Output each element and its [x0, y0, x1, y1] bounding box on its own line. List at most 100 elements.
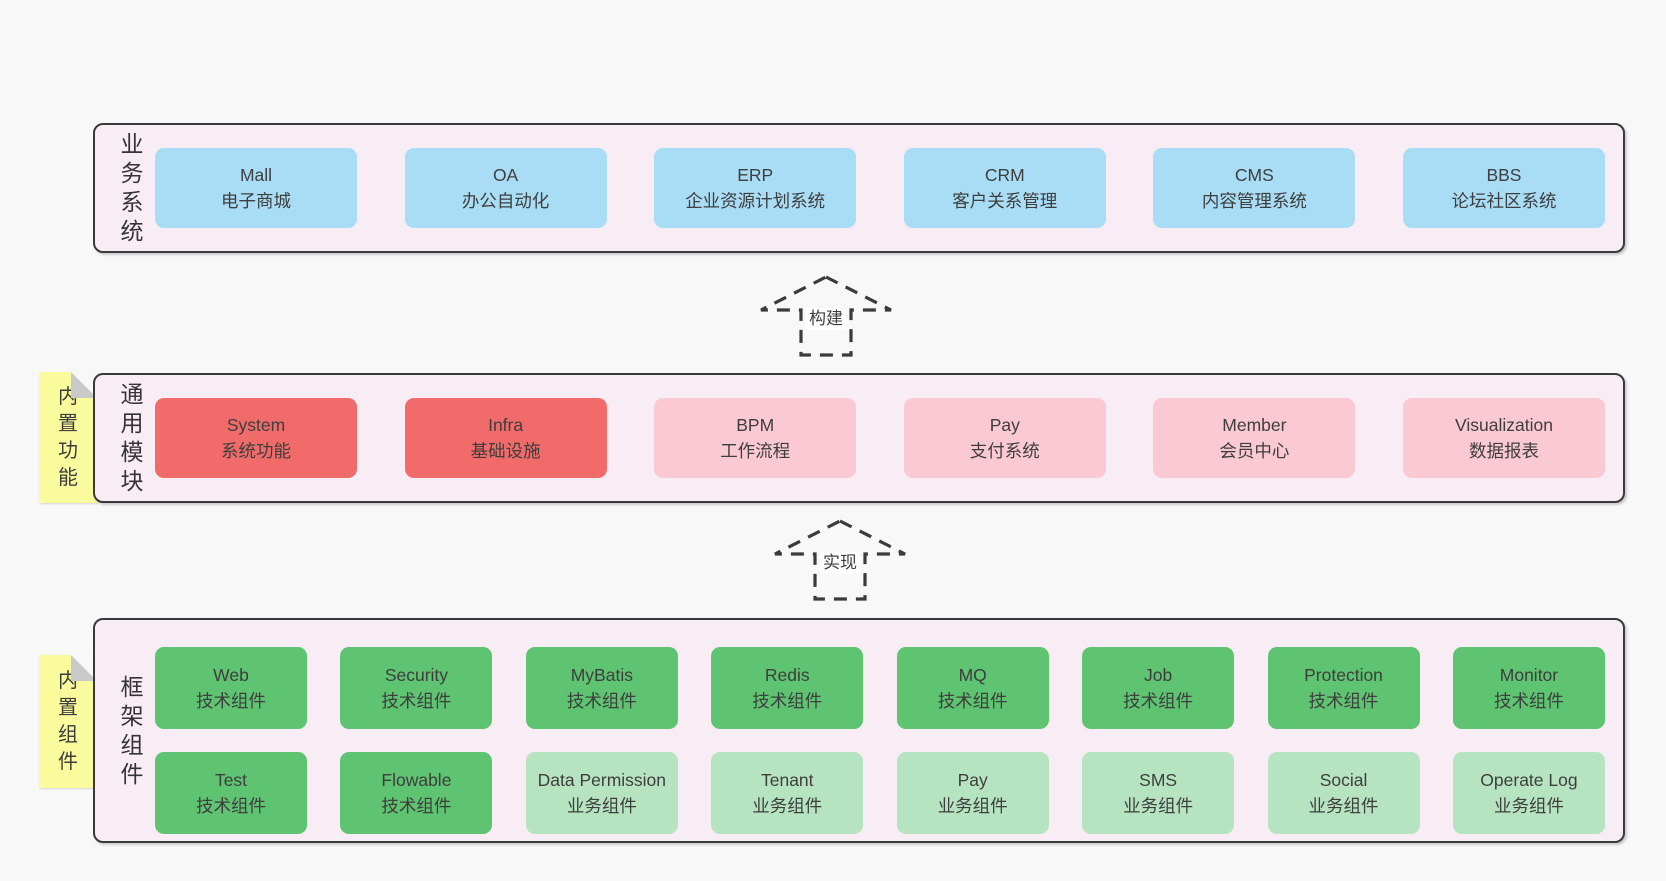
modules-box-row: System 系统功能 Infra 基础设施 BPM 工作流程 Pay 支付系统…	[155, 375, 1605, 501]
box-pay-system: Pay 支付系统	[903, 398, 1106, 478]
box-monitor: Monitor 技术组件	[1452, 647, 1605, 729]
box-title: Job	[1144, 665, 1173, 685]
box-subtitle: 业务组件	[1123, 796, 1194, 816]
box-test: Test 技术组件	[155, 752, 307, 834]
panel-label-business: 业务系统	[109, 125, 155, 251]
sticky-note-label: 内置功能	[58, 385, 78, 489]
box-subtitle: 客户关系管理	[952, 191, 1058, 211]
box-pay-component: Pay 业务组件	[896, 752, 1049, 834]
box-title: Tenant	[760, 770, 814, 790]
framework-box-rows: Web 技术组件 Security 技术组件 MyBatis 技术组件 Redi…	[155, 620, 1605, 841]
box-subtitle: 基础设施	[470, 441, 541, 461]
panel-common-modules: 通用模块 System 系统功能 Infra 基础设施 BPM 工作流程 Pay	[93, 373, 1625, 503]
box-title: Operate Log	[1480, 770, 1578, 790]
box-title: Mall	[239, 165, 273, 185]
panel-business-systems: 业务系统 Mall 电子商城 OA 办公自动化 ERP 企业资源计划系统 CRM	[93, 123, 1625, 253]
box-subtitle: 业务组件	[1308, 796, 1379, 816]
box-subtitle: 技术组件	[1308, 691, 1379, 711]
box-title: Visualization	[1455, 415, 1553, 435]
dashed-up-arrow-icon	[774, 519, 906, 601]
box-subtitle: 技术组件	[196, 796, 266, 816]
box-title: BBS	[1486, 165, 1522, 185]
box-title: Pay	[989, 415, 1020, 435]
panel-label-text: 框架组件	[120, 673, 144, 787]
box-data-permission: Data Permission 业务组件	[525, 752, 678, 834]
box-security: Security 技术组件	[340, 647, 493, 729]
box-title: SMS	[1139, 770, 1178, 790]
sticky-note-built-in-components: 内置组件	[39, 655, 97, 788]
box-protection: Protection 技术组件	[1267, 647, 1420, 729]
box-title: Infra	[488, 415, 524, 435]
box-mq: MQ 技术组件	[896, 647, 1049, 729]
box-title: Flowable	[381, 770, 452, 790]
box-subtitle: 技术组件	[937, 691, 1008, 711]
box-web: Web 技术组件	[155, 647, 307, 729]
box-title: Web	[213, 665, 249, 685]
box-bbs: BBS 论坛社区系统	[1402, 148, 1605, 228]
box-title: Security	[384, 665, 449, 685]
box-subtitle: 技术组件	[752, 691, 823, 711]
box-bpm: BPM 工作流程	[654, 398, 857, 478]
box-system: System 系统功能	[155, 398, 357, 478]
box-title: MQ	[958, 665, 987, 685]
box-infra: Infra 基础设施	[404, 398, 607, 478]
dashed-up-arrow-icon	[760, 275, 892, 357]
box-subtitle: 技术组件	[1493, 691, 1564, 711]
panel-label-framework: 框架组件	[109, 620, 155, 841]
box-subtitle: 业务组件	[1493, 796, 1564, 816]
box-flowable: Flowable 技术组件	[340, 752, 493, 834]
box-subtitle: 支付系统	[969, 441, 1040, 461]
arrow-up-build: 构建	[759, 273, 893, 359]
sticky-note-built-in-features: 内置功能	[39, 372, 97, 503]
box-title: Pay	[957, 770, 988, 790]
box-title: System	[226, 415, 286, 435]
panel-label-modules: 通用模块	[109, 375, 155, 501]
panel-label-text: 通用模块	[120, 381, 144, 494]
box-operate-log: Operate Log 业务组件	[1452, 752, 1605, 834]
box-member: Member 会员中心	[1153, 398, 1356, 478]
box-subtitle: 技术组件	[1123, 691, 1194, 711]
box-redis: Redis 技术组件	[711, 647, 864, 729]
arrow-up-implement: 实现	[773, 517, 907, 603]
box-title: Redis	[764, 665, 810, 685]
box-title: CMS	[1234, 165, 1274, 185]
box-subtitle: 技术组件	[381, 796, 452, 816]
box-title: Protection	[1304, 665, 1383, 685]
box-subtitle: 会员中心	[1219, 441, 1290, 461]
box-title: CRM	[984, 165, 1025, 185]
box-title: BPM	[736, 415, 775, 435]
box-sms: SMS 业务组件	[1082, 752, 1235, 834]
box-social: Social 业务组件	[1267, 752, 1420, 834]
box-title: Test	[214, 770, 248, 790]
box-subtitle: 内容管理系统	[1201, 191, 1307, 211]
box-oa: OA 办公自动化	[404, 148, 607, 228]
box-erp: ERP 企业资源计划系统	[654, 148, 857, 228]
box-title: Member	[1222, 415, 1287, 435]
box-subtitle: 技术组件	[381, 691, 452, 711]
business-box-row: Mall 电子商城 OA 办公自动化 ERP 企业资源计划系统 CRM 客户关系…	[155, 125, 1605, 251]
box-title: Monitor	[1499, 665, 1559, 685]
box-subtitle: 技术组件	[566, 691, 637, 711]
box-subtitle: 系统功能	[221, 441, 291, 461]
box-title: OA	[492, 165, 519, 185]
box-subtitle: 业务组件	[566, 796, 637, 816]
box-subtitle: 技术组件	[196, 691, 266, 711]
box-cms: CMS 内容管理系统	[1153, 148, 1356, 228]
box-title: Data Permission	[537, 770, 667, 790]
box-tenant: Tenant 业务组件	[711, 752, 864, 834]
box-subtitle: 论坛社区系统	[1451, 191, 1557, 211]
box-subtitle: 办公自动化	[461, 191, 550, 211]
box-mybatis: MyBatis 技术组件	[525, 647, 678, 729]
box-subtitle: 数据报表	[1468, 441, 1539, 461]
box-subtitle: 电子商城	[221, 191, 291, 211]
arrow-label-implement: 实现	[820, 552, 860, 574]
panel-label-text: 业务系统	[120, 131, 144, 244]
box-title: MyBatis	[570, 665, 633, 685]
box-subtitle: 业务组件	[752, 796, 823, 816]
box-subtitle: 业务组件	[937, 796, 1008, 816]
box-mall: Mall 电子商城	[155, 148, 357, 228]
box-subtitle: 企业资源计划系统	[685, 191, 826, 211]
box-visualization: Visualization 数据报表	[1402, 398, 1605, 478]
box-title: ERP	[737, 165, 774, 185]
